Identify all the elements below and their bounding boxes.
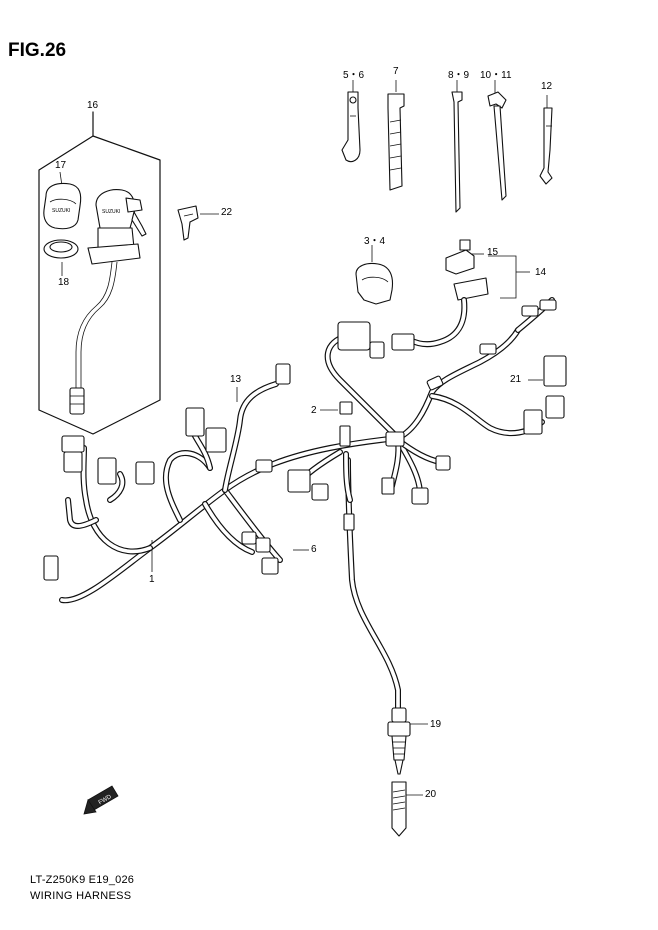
part-label-1: 1 — [149, 574, 155, 585]
band-7 — [387, 93, 405, 191]
part-label-21: 21 — [510, 374, 522, 385]
footer-title: WIRING HARNESS — [30, 890, 132, 902]
leader-lines — [59, 80, 548, 796]
part-label-13: 13 — [230, 374, 242, 385]
part-label-15: 15 — [487, 247, 499, 258]
figure-title: FIG.26 — [8, 40, 67, 61]
part-label-2: 2 — [311, 405, 317, 416]
ignition-switch-body: SUZUKI — [69, 189, 147, 415]
part-label-12: 12 — [541, 81, 553, 92]
cable-tie-8-9 — [451, 91, 463, 213]
part-label-10-11: 10・11 — [480, 70, 512, 81]
holder-3-4 — [355, 262, 394, 305]
part-label-22: 22 — [221, 207, 233, 218]
part-label-16: 16 — [87, 100, 99, 111]
part-label-18: 18 — [58, 277, 70, 288]
part-label-8-9: 8・9 — [448, 70, 470, 81]
oxygen-sensor-19 — [387, 707, 411, 775]
cover-inscription: SUZUKI — [52, 208, 70, 214]
part-label-14: 14 — [535, 267, 547, 278]
part-label-3-4: 3・4 — [364, 236, 386, 247]
ignition-switch-group-box — [38, 111, 161, 435]
main-wiring-harness-1 — [59, 297, 555, 713]
part-label-6: 6 — [311, 544, 317, 555]
fuse-box-14 — [407, 239, 489, 348]
forward-arrow-icon: FWD — [83, 785, 119, 815]
ring-nut-18 — [43, 239, 79, 259]
part-label-17: 17 — [55, 160, 67, 171]
part-label-5-6: 5・6 — [343, 70, 365, 81]
mounting-tie-10-11 — [487, 91, 507, 201]
clamp-5-6 — [341, 91, 361, 163]
connectors — [43, 299, 567, 581]
key-22 — [177, 205, 199, 241]
part-label-19: 19 — [430, 719, 442, 730]
clamp-12 — [539, 107, 553, 185]
part-label-20: 20 — [425, 789, 437, 800]
part-label-7: 7 — [393, 66, 399, 77]
switch-cover-17: SUZUKI — [43, 182, 82, 230]
footer-model-code: LT-Z250K9 E19_026 — [30, 874, 135, 886]
switch-inscription: SUZUKI — [102, 209, 120, 215]
spacer-20 — [391, 781, 407, 837]
